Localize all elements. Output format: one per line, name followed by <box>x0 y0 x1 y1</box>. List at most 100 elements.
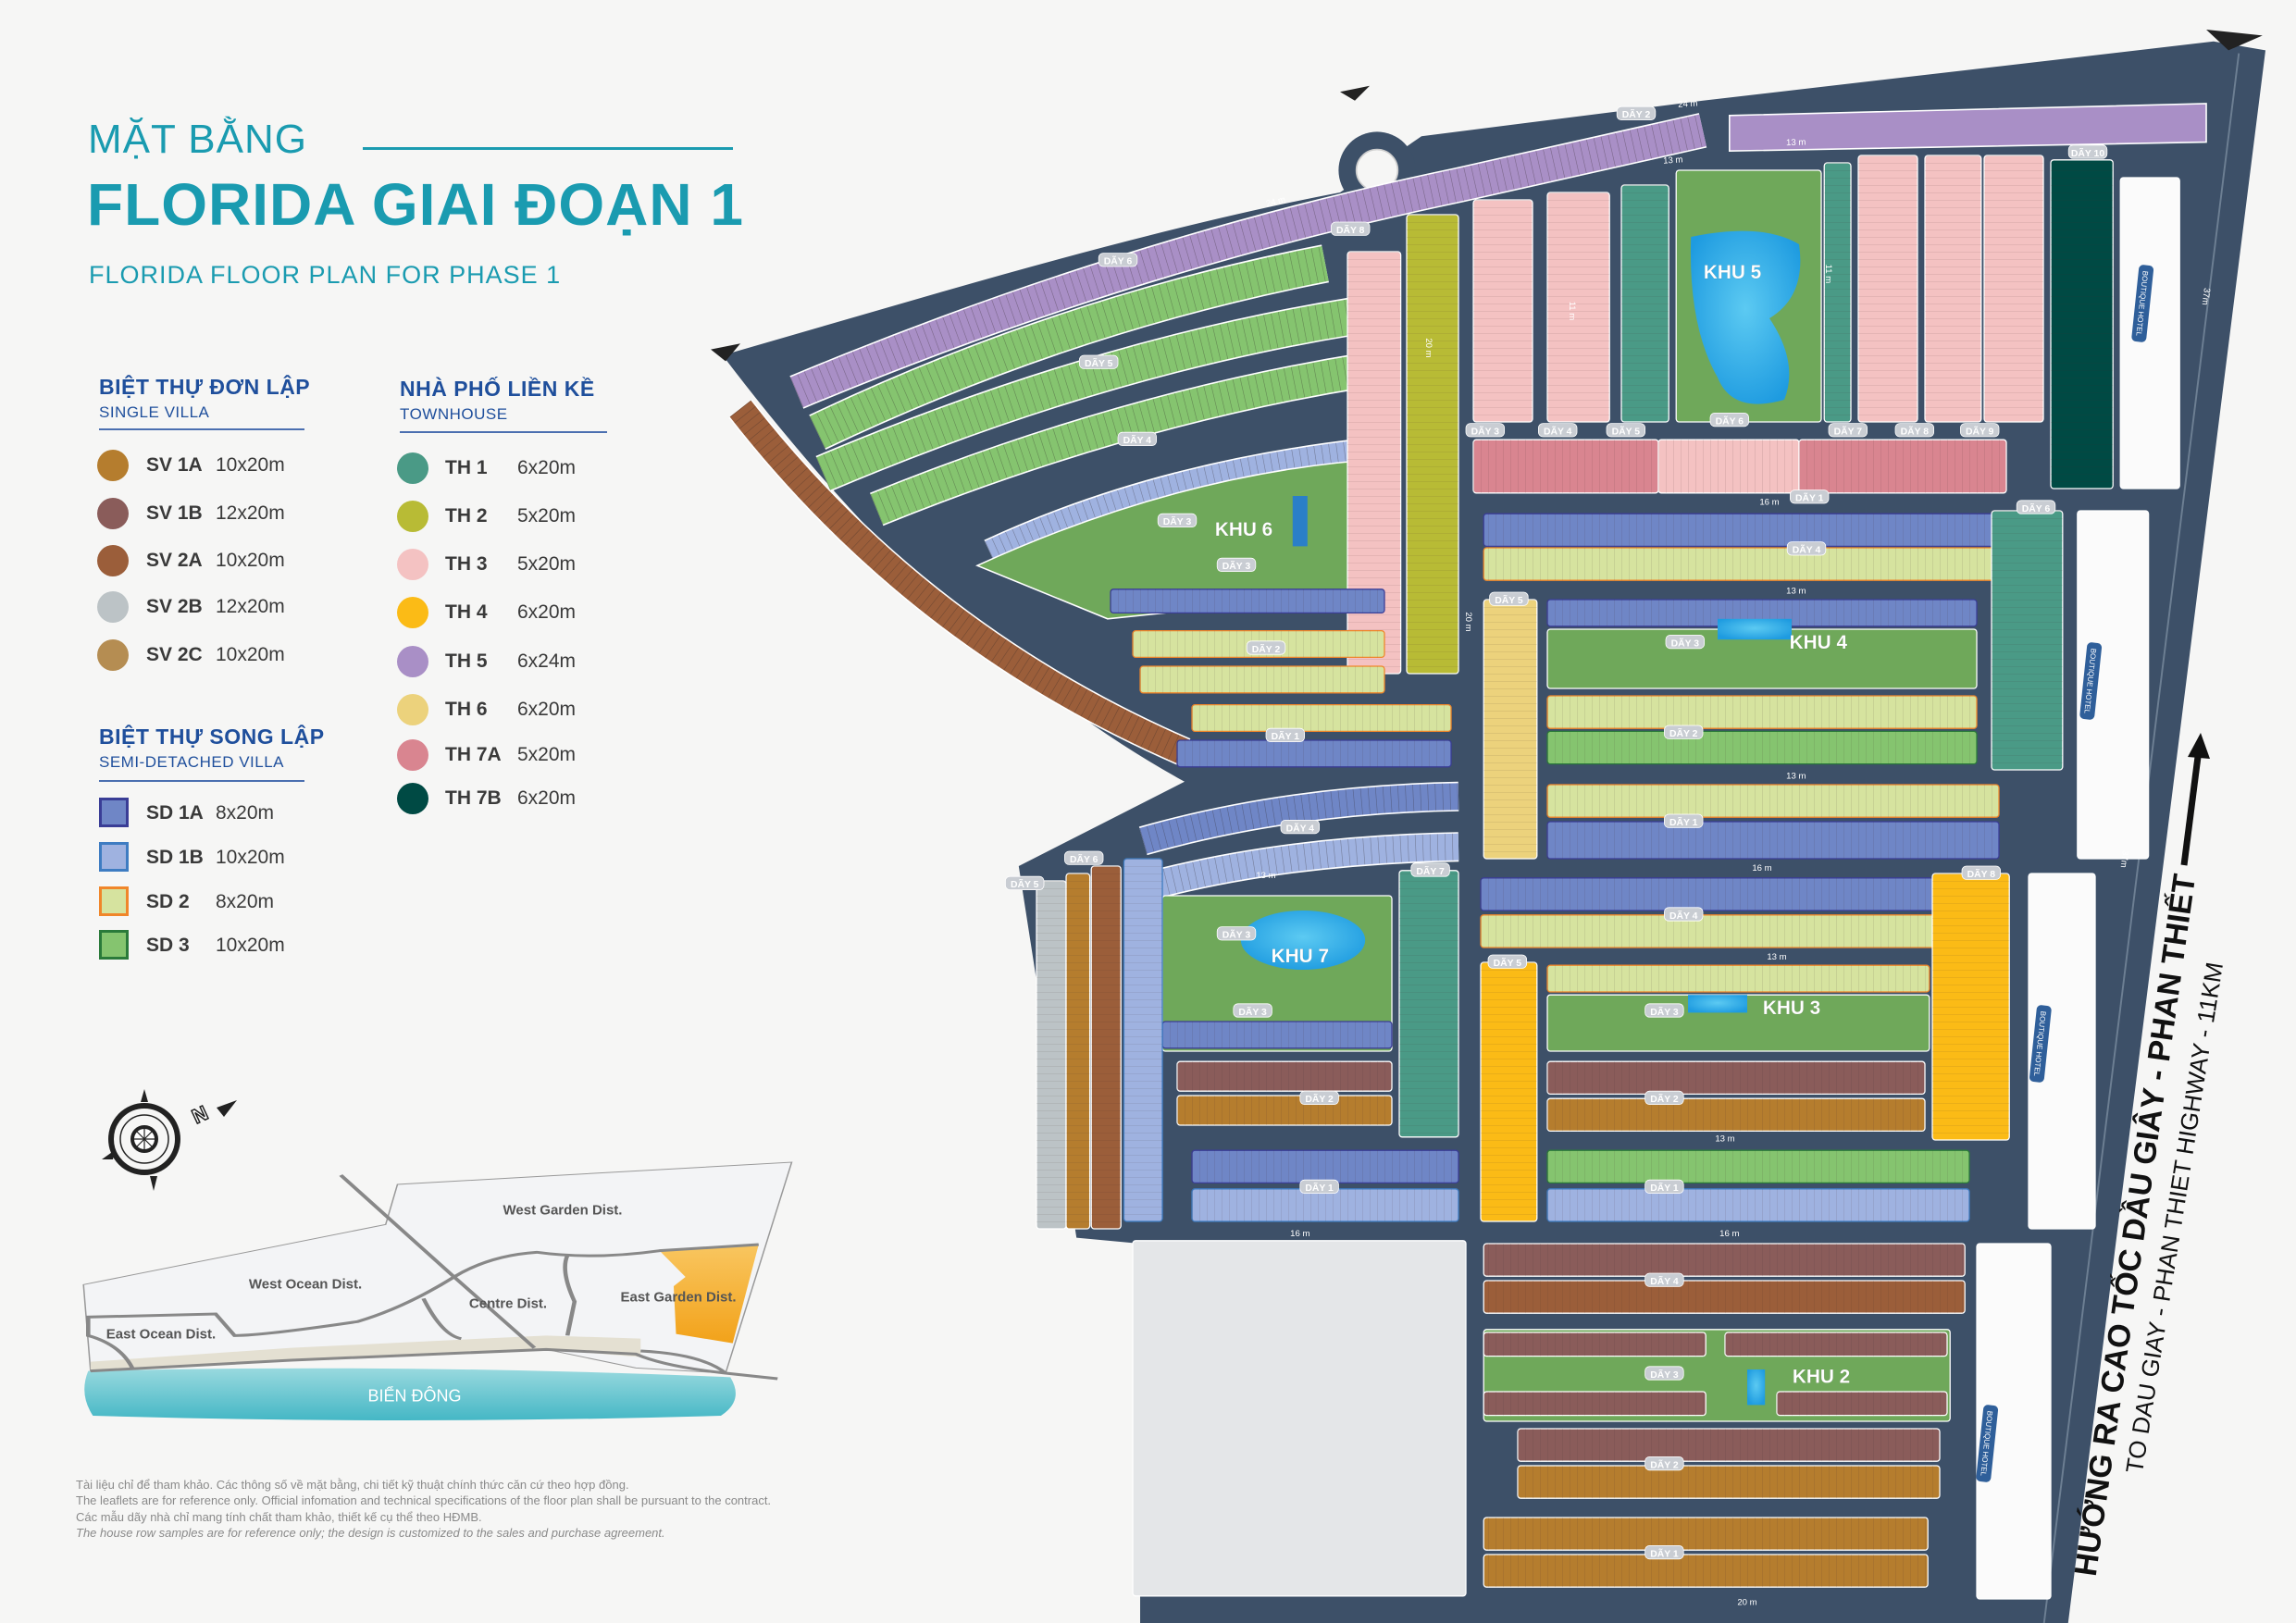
row-label-pill <box>1489 591 1529 606</box>
pool-khu-2 <box>1747 1369 1766 1406</box>
legend-size: 5x20m <box>517 553 577 575</box>
boutique-hotel-plot <box>2119 177 2180 489</box>
legend-swatch-sv2b <box>97 591 129 623</box>
road-width-label: 11 m <box>1567 302 1577 321</box>
row-label: DÃY 2 <box>1252 643 1281 655</box>
legend-swatch-th7a <box>397 739 428 771</box>
row-label-pill <box>1960 423 2000 438</box>
sea-label: BIỂN ĐÔNG <box>367 1386 462 1406</box>
north-arrow-icon <box>2180 733 2210 866</box>
lot-divisions <box>1483 1518 1929 1551</box>
zone-label: KHU 3 <box>1763 997 1820 1019</box>
road-width-label: 13 m <box>1256 871 1275 881</box>
legend-code: SV 2A <box>146 550 203 571</box>
legend-swatch-th1 <box>397 452 428 484</box>
row-label-pill <box>1644 1179 1684 1194</box>
legend-size: 12x20m <box>216 502 285 524</box>
road-width-label: 13 m <box>1786 137 1806 148</box>
lot-divisions <box>1177 740 1452 767</box>
lot-divisions <box>1177 1096 1393 1125</box>
row-label-pill <box>1331 221 1371 236</box>
row-label-pill <box>1265 727 1306 743</box>
row-label-pill <box>1664 813 1704 828</box>
legend-code: TH 1 <box>445 457 488 478</box>
legend-title: BIỆT THỰ SONG LẬP <box>99 725 325 749</box>
road-width-label: 24 m <box>1265 194 1286 209</box>
lot-divisions <box>1547 1098 1926 1132</box>
boutique-hotel-plot <box>2028 873 2096 1230</box>
row-label: DÃY 3 <box>1671 637 1700 649</box>
boutique-hotel-plot <box>2077 510 2150 860</box>
lot-divisions <box>1123 859 1163 1221</box>
lot-divisions <box>1481 877 1941 911</box>
legend-code: TH 7B <box>445 787 502 809</box>
legend-divider <box>99 428 304 430</box>
boutique-hotel-plot <box>1976 1243 2052 1600</box>
row-label-pill <box>1644 1090 1684 1105</box>
boutique-hotel-badge <box>2131 265 2154 342</box>
legend-swatch-sv2a <box>97 545 129 576</box>
lot-divisions <box>1984 155 2044 422</box>
row-label-pill <box>1644 1456 1684 1471</box>
pool-khu-4 <box>1718 618 1793 640</box>
title-divider <box>363 147 733 150</box>
row-label-pill <box>1828 423 1868 438</box>
row-label: DÃY 4 <box>1650 1275 1679 1287</box>
legend-code: SD 1B <box>146 847 204 868</box>
lot-divisions <box>1925 155 1981 422</box>
disclaimer-vi-1: Tài liệu chỉ để tham khảo. Các thông số … <box>76 1478 629 1492</box>
district-label: West Ocean Dist. <box>248 1276 363 1293</box>
lake-khu-5 <box>1690 230 1801 404</box>
lot-divisions <box>1473 440 1659 493</box>
row-label: DÃY 1 <box>1305 1182 1334 1194</box>
row-label: DÃY 2 <box>1650 1093 1679 1105</box>
road-width-label: 20 m <box>1463 612 1473 631</box>
lot-divisions <box>1824 163 1852 422</box>
row-label-pill <box>1790 489 1830 504</box>
gate-icon <box>711 343 741 362</box>
row-label-pill <box>1005 875 1045 891</box>
row-label: DÃY 3 <box>1163 515 1192 527</box>
page-subtitle: FLORIDA FLOOR PLAN FOR PHASE 1 <box>89 261 562 289</box>
lake-khu-7 <box>1240 911 1366 970</box>
road-width-label: 16 m <box>1719 1229 1739 1239</box>
row-label: DÃY 4 <box>1544 426 1572 438</box>
boutique-hotel-badge <box>2029 1005 2052 1083</box>
lot-row-th5 <box>1729 103 2207 153</box>
row-label: DÃY 7 <box>1834 426 1863 438</box>
row-label: DÃY 5 <box>1085 357 1113 369</box>
lot-divisions <box>1111 588 1385 613</box>
legend-code: SD 1A <box>146 802 204 824</box>
road-width-label: 16 m <box>1752 863 1771 873</box>
lot-divisions <box>1858 155 1918 422</box>
row-label-pill <box>1098 253 1138 267</box>
zone-label: KHU 4 <box>1790 632 1848 653</box>
legend-subtitle: SINGLE VILLA <box>99 403 210 421</box>
lot-row-th5 <box>790 114 1706 408</box>
row-label: DÃY 1 <box>1650 1182 1679 1194</box>
legend-code: TH 5 <box>445 650 488 672</box>
legend-code: TH 3 <box>445 553 488 575</box>
legend-swatch-th4 <box>397 597 428 628</box>
row-label: DÃY 3 <box>1238 1006 1267 1018</box>
legend-townhouse-header: NHÀ PHỐ LIỀN KỀ TOWNHOUSE <box>400 377 595 424</box>
legend-code: SV 2C <box>146 644 203 665</box>
lot-divisions <box>1547 1061 1926 1095</box>
row-label: DÃY 1 <box>1795 492 1824 504</box>
row-label-pill <box>1079 354 1119 369</box>
lot-divisions <box>1148 833 1459 898</box>
pool-khu-6 <box>1292 496 1308 547</box>
road-width-label: 13 m <box>1786 772 1806 782</box>
row-label: DÃY 3 <box>1650 1006 1679 1018</box>
legend-size: 10x20m <box>216 935 285 956</box>
road-width-label: 13 m <box>1786 587 1806 597</box>
row-label-pill <box>1644 1545 1684 1560</box>
page-title: FLORIDA GIAI ĐOẠN 1 <box>87 171 744 238</box>
legend-swatch-th7b <box>397 783 428 814</box>
lot-row-sd1a <box>1139 783 1459 854</box>
lot-divisions <box>1483 548 2005 581</box>
lot-row-sd3 <box>870 353 1369 525</box>
row-label-pill <box>1616 105 1657 120</box>
row-label-pill <box>1410 862 1450 877</box>
